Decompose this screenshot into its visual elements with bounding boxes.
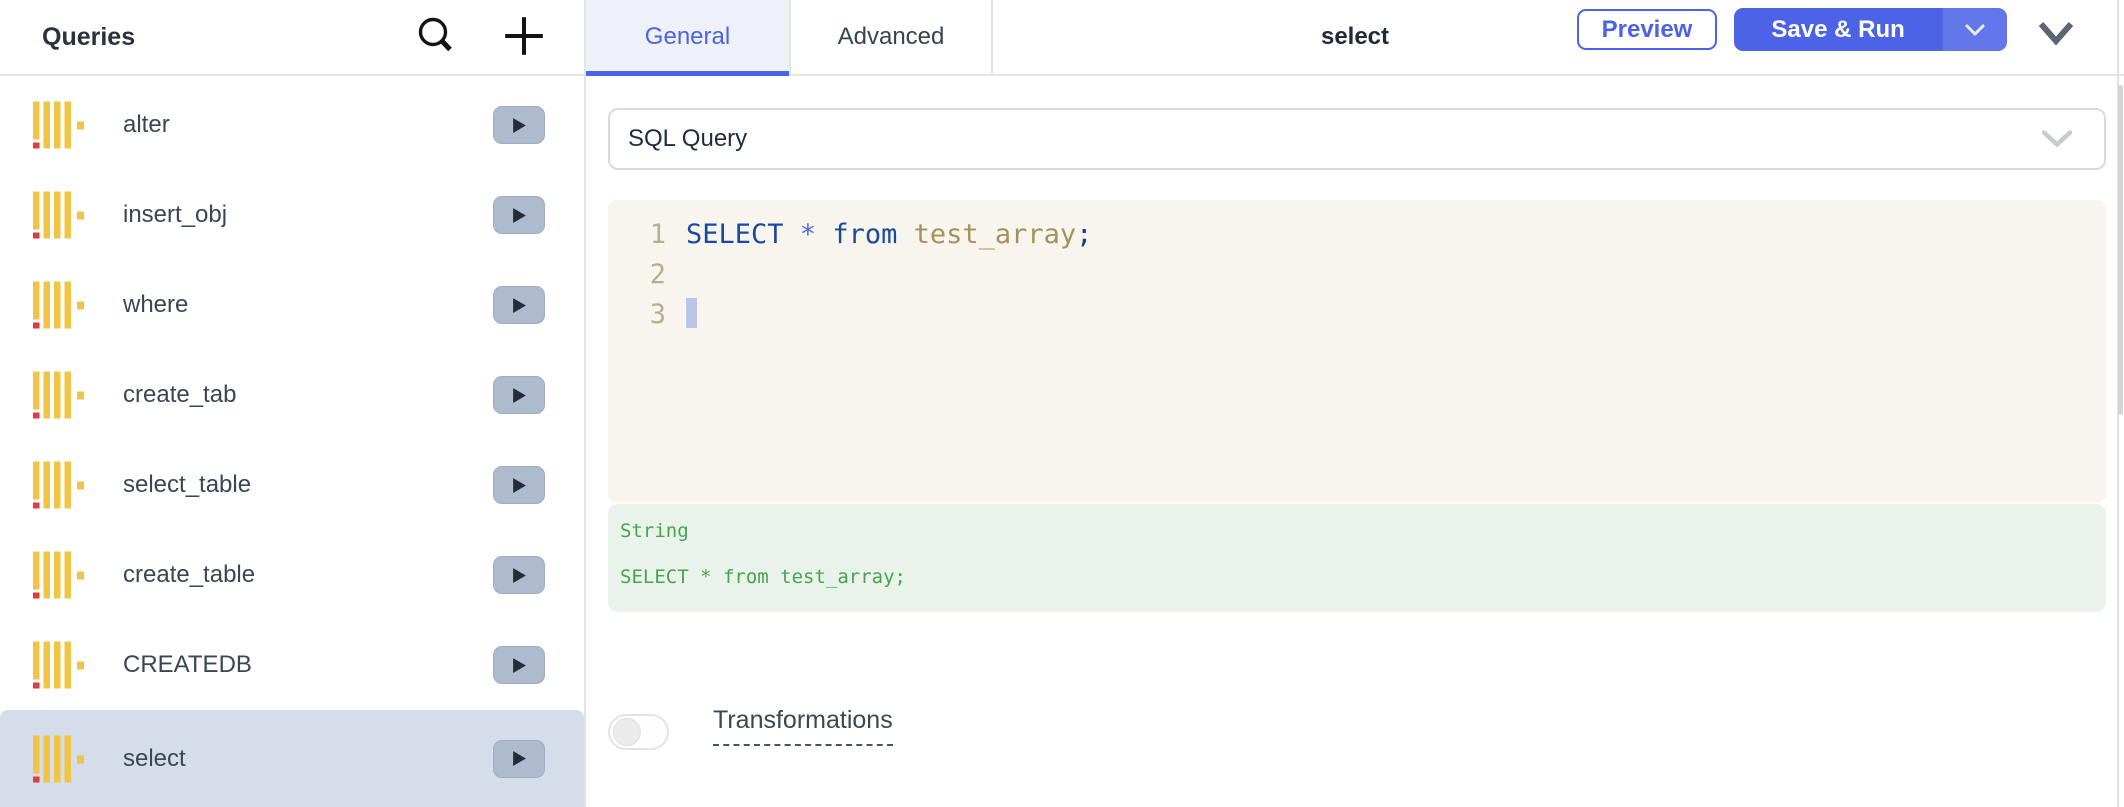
query-list-item[interactable]: where bbox=[0, 260, 584, 350]
code-content: SELECT * from test_array; bbox=[686, 218, 1093, 250]
result-type-label: String bbox=[620, 520, 689, 542]
save-and-run-label[interactable]: Save & Run bbox=[1771, 15, 1905, 43]
sidebar-divider bbox=[584, 0, 586, 807]
play-icon bbox=[512, 207, 526, 223]
run-query-button[interactable] bbox=[493, 106, 545, 144]
search-queries-button[interactable] bbox=[412, 12, 460, 60]
run-query-button[interactable] bbox=[493, 646, 545, 684]
query-type-icon bbox=[33, 371, 84, 419]
add-query-button[interactable] bbox=[500, 12, 548, 60]
line-number: 2 bbox=[649, 258, 666, 290]
query-type-icon bbox=[33, 191, 84, 239]
search-icon bbox=[418, 17, 452, 52]
chevron-down-icon bbox=[1965, 24, 1985, 35]
code-line: 2 bbox=[608, 254, 2106, 294]
run-query-button[interactable] bbox=[493, 196, 545, 234]
save-and-run-button[interactable]: Save & Run bbox=[1734, 8, 2007, 51]
query-type-value: SQL Query bbox=[628, 125, 748, 152]
transformations-toggle[interactable] bbox=[608, 714, 669, 750]
sql-code-editor[interactable]: 1 SELECT * from test_array; 2 3 bbox=[608, 200, 2106, 502]
line-number: 3 bbox=[649, 298, 666, 330]
play-icon bbox=[512, 387, 526, 403]
toggle-knob bbox=[613, 718, 641, 746]
play-icon bbox=[512, 477, 526, 493]
collapse-panel-button[interactable] bbox=[2034, 13, 2078, 53]
query-type-icon bbox=[33, 641, 84, 689]
query-item-label: insert_obj bbox=[123, 201, 228, 228]
code-line: 3 bbox=[608, 294, 2106, 334]
query-list-item[interactable]: select_table bbox=[0, 440, 584, 530]
query-type-icon bbox=[33, 551, 84, 599]
line-number: 1 bbox=[649, 218, 666, 250]
result-value: SELECT * from test_array; bbox=[620, 566, 906, 588]
plus-icon bbox=[505, 17, 543, 55]
query-item-label: select_table bbox=[123, 471, 252, 498]
play-icon bbox=[512, 751, 526, 766]
query-type-select[interactable]: SQL Query bbox=[608, 108, 2106, 170]
transformations-label[interactable]: Transformations bbox=[713, 706, 893, 746]
query-item-label: create_table bbox=[123, 561, 256, 588]
query-type-icon bbox=[33, 461, 84, 509]
run-query-button[interactable] bbox=[493, 556, 545, 594]
preview-button[interactable]: Preview bbox=[1577, 9, 1717, 50]
query-item-label: select bbox=[123, 744, 186, 772]
play-icon bbox=[512, 297, 526, 313]
sidebar-title: Queries bbox=[42, 22, 136, 51]
query-list-item[interactable]: insert_obj bbox=[0, 170, 584, 260]
queries-sidebar: Queries alter insert_obj bbox=[0, 0, 584, 807]
run-query-button[interactable] bbox=[493, 739, 545, 778]
text-cursor bbox=[686, 298, 697, 328]
code-line: 1 SELECT * from test_array; bbox=[608, 214, 2106, 254]
scrollbar-thumb[interactable] bbox=[2118, 85, 2123, 415]
query-list-item[interactable]: CREATEDB bbox=[0, 620, 584, 710]
tab-advanced[interactable]: Advanced bbox=[791, 0, 993, 74]
sidebar-header: Queries bbox=[0, 0, 584, 76]
save-and-run-dropdown[interactable] bbox=[1942, 8, 2007, 51]
run-query-button[interactable] bbox=[493, 466, 545, 504]
query-list-item[interactable]: select bbox=[0, 710, 584, 807]
play-icon bbox=[512, 117, 526, 133]
query-type-icon bbox=[33, 101, 84, 149]
query-list: alter insert_obj where create_tab select… bbox=[0, 80, 584, 807]
chevron-down-icon bbox=[2042, 130, 2072, 147]
query-list-item[interactable]: create_table bbox=[0, 530, 584, 620]
query-list-item[interactable]: alter bbox=[0, 80, 584, 170]
tab-general[interactable]: General bbox=[586, 0, 791, 76]
query-item-label: where bbox=[123, 291, 189, 318]
play-icon bbox=[512, 567, 526, 583]
query-type-icon bbox=[33, 735, 84, 782]
query-item-label: alter bbox=[123, 111, 170, 138]
query-title: select bbox=[1320, 23, 1390, 50]
query-list-item[interactable]: create_tab bbox=[0, 350, 584, 440]
query-item-label: create_tab bbox=[123, 381, 237, 408]
play-icon bbox=[512, 657, 526, 673]
query-result-preview: String SELECT * from test_array; bbox=[608, 504, 2106, 612]
run-query-button[interactable] bbox=[493, 286, 545, 324]
query-item-label: CREATEDB bbox=[123, 651, 252, 678]
query-type-icon bbox=[33, 281, 84, 329]
chevron-down-icon bbox=[2039, 21, 2073, 45]
code-content bbox=[686, 298, 697, 330]
run-query-button[interactable] bbox=[493, 376, 545, 414]
